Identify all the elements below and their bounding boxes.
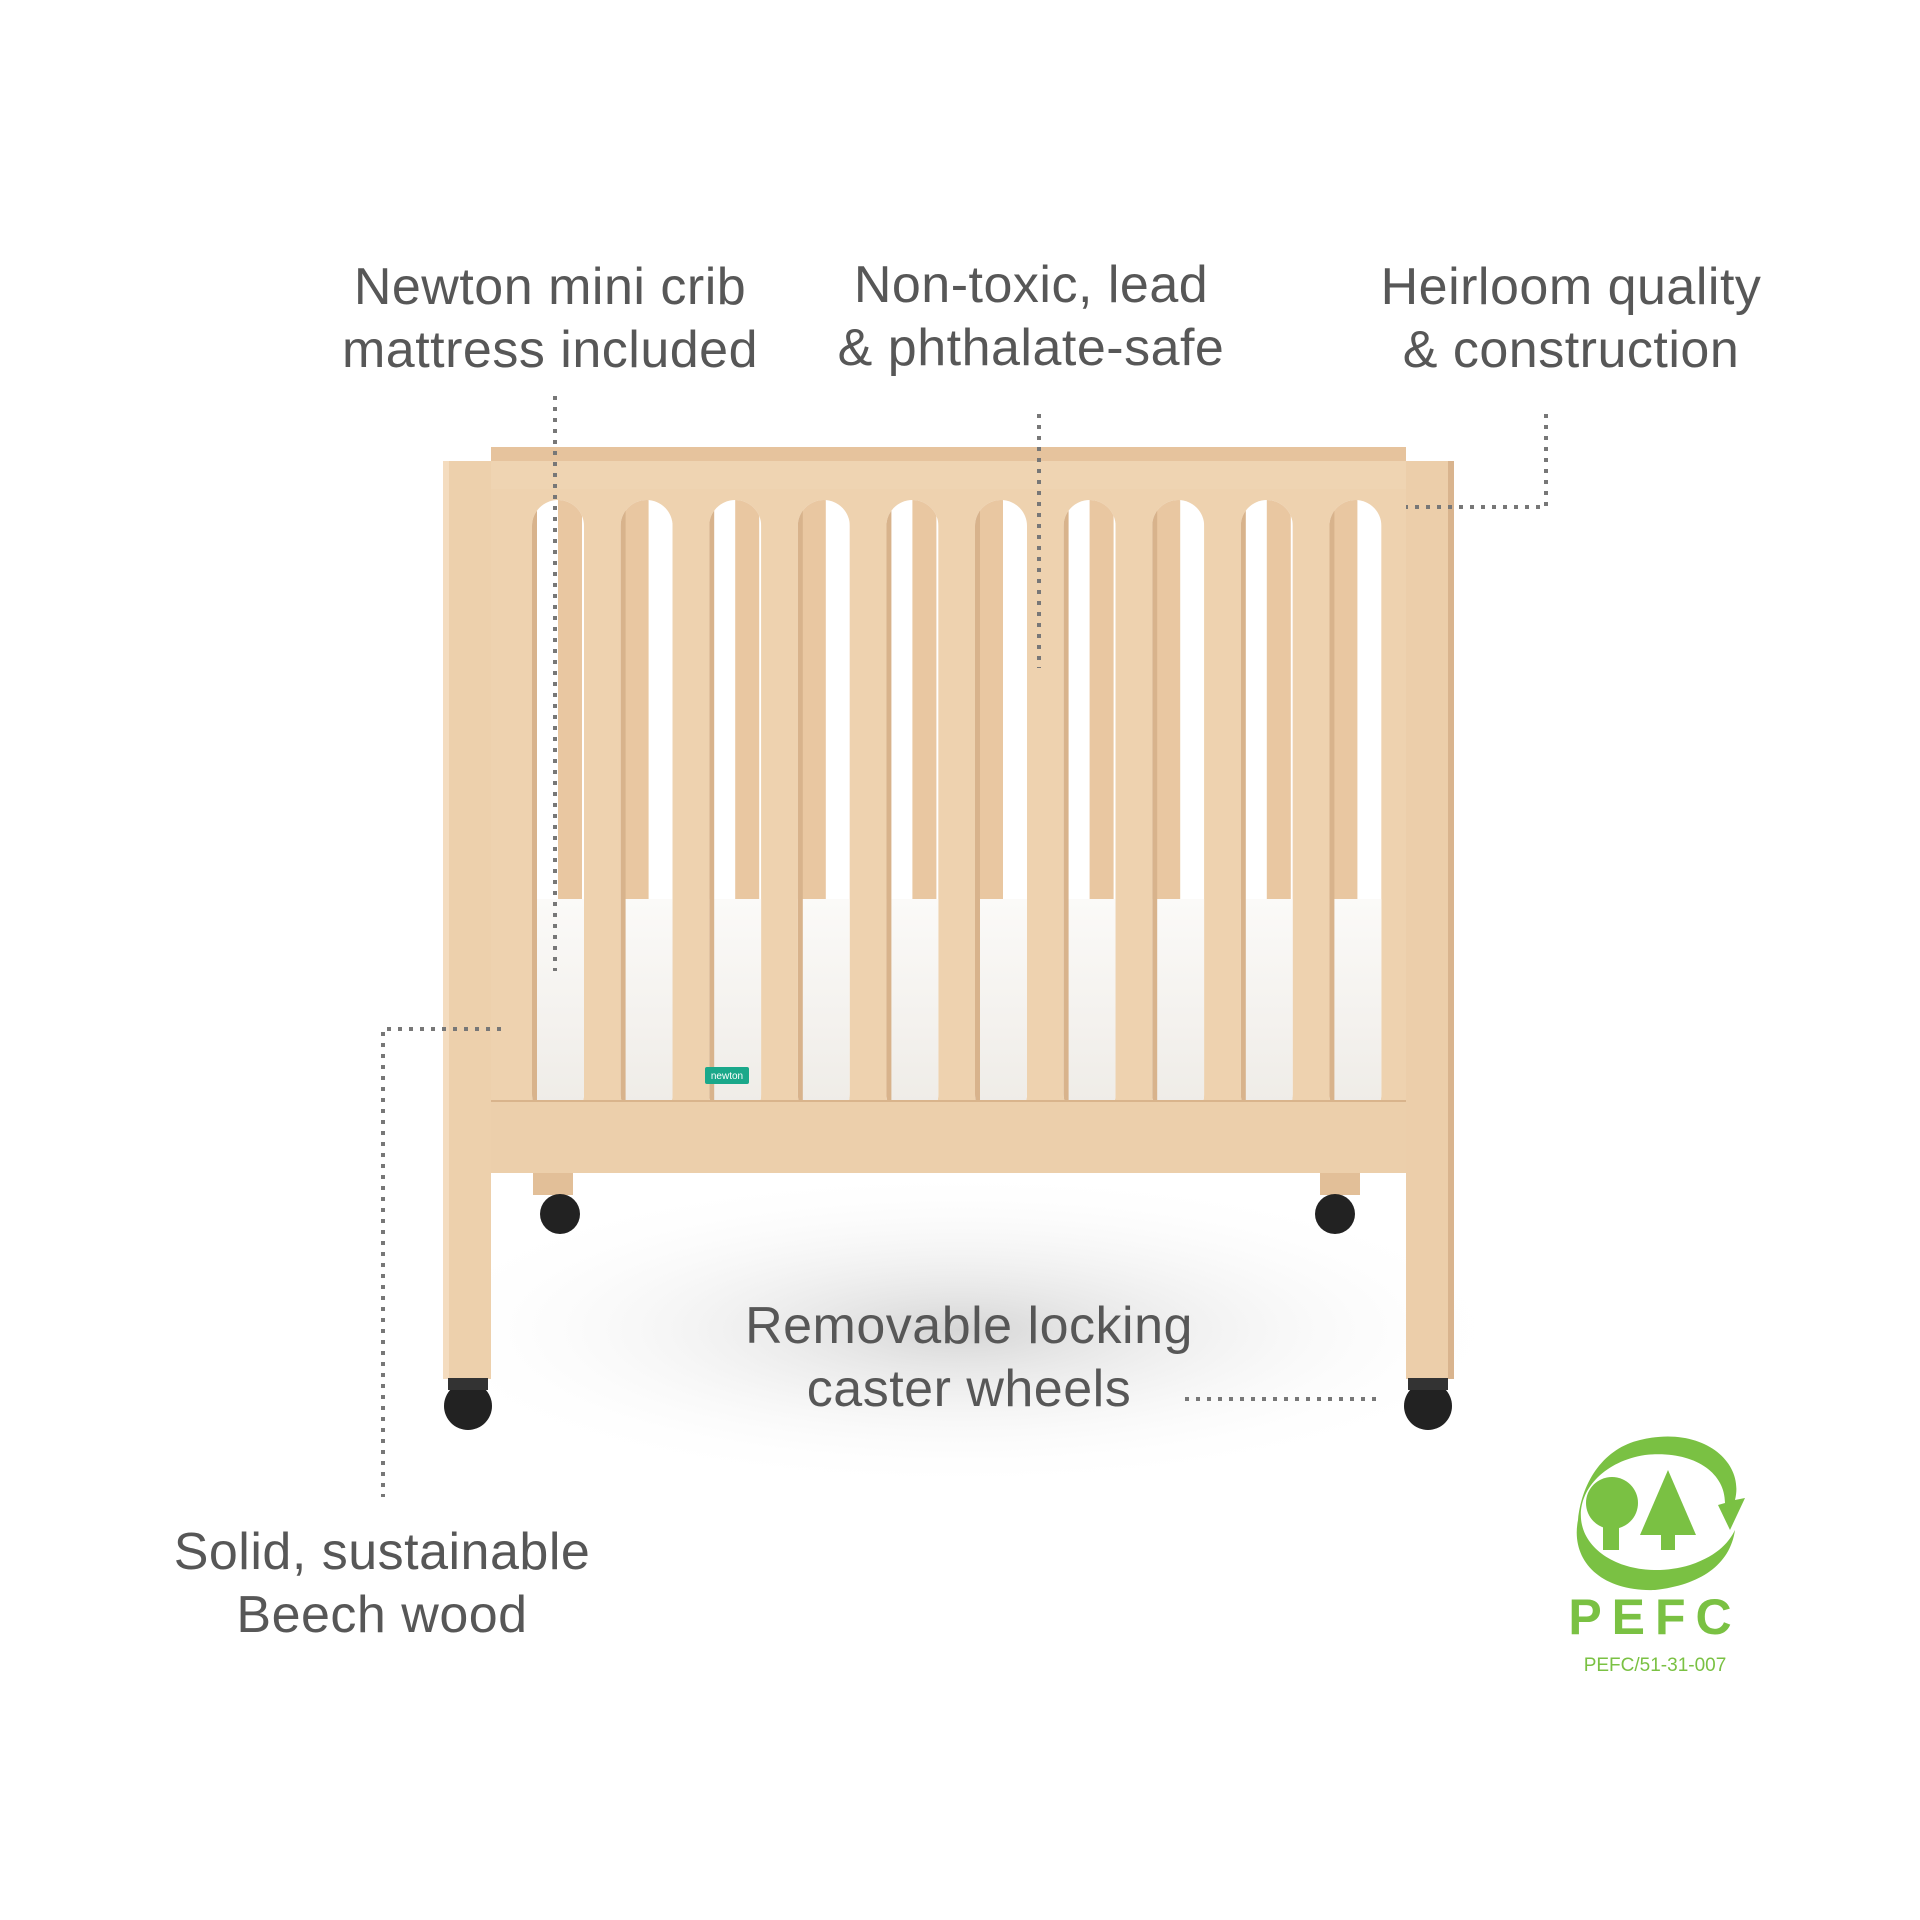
callout-line: mattress included <box>341 321 759 379</box>
floor-shadow <box>400 1170 1520 1490</box>
callout-line: caster wheels <box>806 1360 1132 1418</box>
callout-line: Removable locking <box>745 1297 1193 1355</box>
callout-line: Non-toxic, lead <box>853 256 1209 314</box>
slat-opening <box>1152 500 1205 1120</box>
callout-casters: Removable locking caster wheels <box>745 1295 1193 1421</box>
slat-openings <box>532 500 1382 1120</box>
slat-opening <box>1329 500 1382 1120</box>
rear-leg-left <box>533 1173 573 1195</box>
rear-leg-right <box>1320 1173 1360 1195</box>
leader-wood <box>381 1027 501 1497</box>
slat-opening <box>1063 500 1116 1120</box>
pefc-wordmark: PEFC <box>1568 1589 1742 1645</box>
slat-opening <box>1240 500 1293 1120</box>
caster-wheel-icon <box>444 1382 492 1430</box>
front-post-right <box>1406 461 1454 1379</box>
callout-wood: Solid, sustainable Beech wood <box>174 1521 591 1647</box>
slat-opening <box>620 500 673 1120</box>
pefc-certificate-code: PEFC/51-31-007 <box>1583 1655 1727 1676</box>
slat-opening <box>532 500 584 1120</box>
callout-heirloom: Heirloom quality & construction <box>1381 256 1762 382</box>
top-rail <box>491 461 1406 489</box>
back-rail <box>491 447 1406 465</box>
newton-label <box>705 1067 749 1084</box>
callout-line: & phthalate-safe <box>837 319 1225 377</box>
slat-opening <box>886 500 939 1120</box>
bottom-rail <box>491 1101 1406 1173</box>
callout-line: Newton mini crib <box>353 258 747 316</box>
callout-line: Solid, sustainable <box>173 1523 591 1581</box>
callout-line: Heirloom quality <box>1380 258 1762 316</box>
callout-mattress: Newton mini crib mattress included <box>342 256 758 382</box>
slat-opening <box>975 500 1027 1120</box>
callout-line: Beech wood <box>236 1586 528 1644</box>
slat-opening <box>797 500 850 1120</box>
callout-line: & construction <box>1402 321 1740 379</box>
caster-wheel-icon <box>1315 1194 1355 1234</box>
pefc-logo-icon <box>1576 1436 1745 1591</box>
callout-nontoxic: Non-toxic, lead & phthalate-safe <box>838 254 1225 380</box>
newton-label-text: newton <box>711 1071 743 1082</box>
caster-wheel-icon <box>540 1194 580 1234</box>
caster-wheel-icon <box>1404 1382 1452 1430</box>
leader-lines <box>381 396 1548 1497</box>
slat-opening <box>709 500 762 1120</box>
front-post-left <box>443 461 491 1379</box>
